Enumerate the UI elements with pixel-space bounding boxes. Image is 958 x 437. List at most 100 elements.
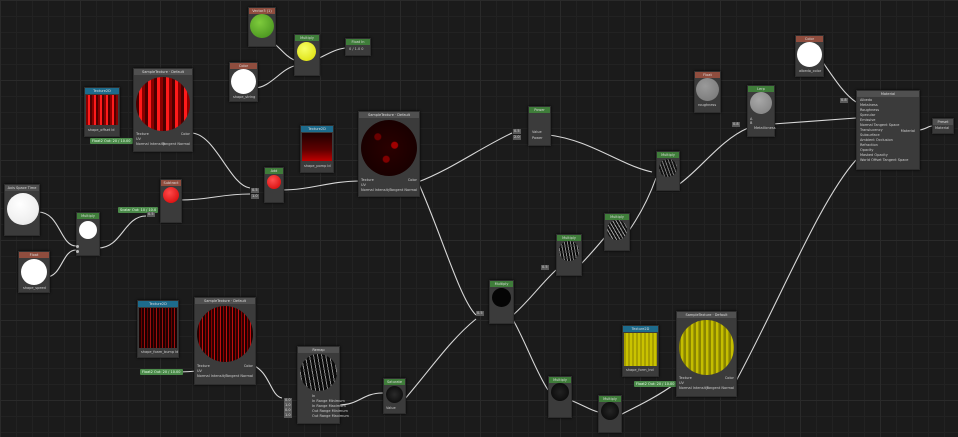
material-output-node[interactable]: Material Albedo Metalness Roughness Spec… [856,90,920,170]
port-label: Value [386,406,396,410]
port-label: Normal Intensity [361,188,391,192]
value-chip[interactable]: 0.8 [732,122,740,127]
string-color-parameter-node[interactable]: Color shape_string [229,62,258,102]
value-chip[interactable]: 1.0 [251,194,259,199]
texture-dark-red-node[interactable]: Texture2D shape_pomp ld [300,125,334,173]
add-node-a[interactable]: Add 0.5 1.0 [251,167,284,203]
port-label: Metalness [860,103,878,107]
texture-red-noise-node[interactable]: Texture2D shape_foam_bump ld [137,300,179,358]
node-caption: shape_pomp ld [304,164,331,168]
port-label: In Range Maximum [312,404,346,408]
preview-sphere [267,175,281,189]
subtract-node[interactable]: Subtract 0.5 [147,179,182,223]
node-title: Material [857,91,919,97]
texture-yellow-node[interactable]: Texture2D shape_form_lnd [622,325,659,377]
green-vector-node[interactable]: Vector3 (1) [248,7,276,47]
output-label: Tangent Normal [225,374,253,378]
port-label: A [750,117,753,121]
wire [579,235,607,266]
node-title: Color [230,63,257,69]
port-label: Out Range Maximum [312,414,349,418]
float-in-node[interactable]: Float In 0 / 1.0 0 [345,38,371,56]
input-port[interactable] [76,245,79,248]
value-chip[interactable]: 0.0 [284,408,292,413]
uv-input-value[interactable]: Float2 Out: 20 / 10.00 [90,138,133,144]
port-label: UV [679,381,684,385]
port-label: Masked Opacity [860,153,888,157]
wire [281,180,361,191]
scalar-input-value[interactable]: Scalar Out: 10 / 10.0 [118,207,159,213]
wire [179,193,251,201]
port-label: Power [532,136,543,140]
input-port[interactable] [76,250,79,253]
node-caption: shape_foam_bump ld [141,350,179,354]
power-node[interactable]: Power Value Power 0.5 2.0 [513,106,551,146]
value-chip[interactable]: 0.0 [284,398,292,403]
speed-parameter-node[interactable]: Float shape_speed [18,251,50,293]
preview-sphere [607,220,627,240]
preview-sphere [361,120,417,176]
wire [917,125,933,131]
node-title: SampleTexture · Default [677,312,736,318]
output-label: Color [180,132,190,136]
sample-texture-node-b[interactable]: SampleTexture · Default Texture UV Norma… [358,111,420,197]
multiply-node-d[interactable]: Multiply [604,213,630,251]
texture-red-stripes-node[interactable]: Texture2D shape_offset ld [84,87,120,137]
output-label: Metallicness [754,126,776,130]
value-chip[interactable]: 0.8 [840,98,848,103]
node-caption: shape_string [233,95,256,99]
port-label: Opacity [860,148,874,152]
wire [772,117,857,125]
preview-sphere [492,288,511,307]
uv-input-value[interactable]: Float2 Out: 20 / 10.00 [140,369,183,375]
value-chip[interactable]: 0.5 [513,129,521,134]
preview-sphere [750,92,772,114]
preset-node[interactable]: Preset Material [932,118,954,134]
node-title: Add [265,168,283,174]
port-label: UV [136,137,141,141]
value-chip[interactable]: 1.0 [284,413,292,418]
sample-texture-node-d[interactable]: SampleTexture · Default Texture UV Norma… [676,311,737,397]
port-label: Normal Tangent Space [860,123,900,127]
value-chip[interactable]: 2.0 [513,135,521,140]
port-label: Translucency [860,128,883,132]
albedo-color-parameter-node[interactable]: Color albedo_color [795,35,824,77]
remap-node[interactable]: Remap In In Range Minimum In Range Maxim… [284,346,349,424]
value-chip[interactable]: 1.0 [284,403,292,408]
value-chip[interactable]: 0.5 [476,311,484,316]
node-title: Multiply [490,281,513,287]
roughness-parameter-node[interactable]: Float roughness [694,71,721,113]
multiply-node-f[interactable]: Multiply [548,376,572,418]
multiply-node-g[interactable]: Multiply [598,395,622,433]
value-chip[interactable]: 0.5 [541,265,549,270]
multiply-node-e[interactable]: Multiply 0.5 [541,234,582,276]
preview-sphere [197,306,253,362]
sample-texture-node-c[interactable]: SampleTexture · Default Texture UV Norma… [194,297,256,385]
port-label: Normal Intensity [679,386,709,390]
float-in-value[interactable]: 0 / 1.0 0 [349,47,364,51]
multiply-node-mid[interactable]: Multiply 0.5 [476,280,514,324]
sample-texture-node-a[interactable]: SampleTexture · Default Texture UV Norma… [133,68,193,152]
value-chip[interactable]: 0.5 [251,188,259,193]
node-title: Subtract [161,180,181,186]
uv-input-value[interactable]: Float2 Out: 20 / 10.00 [634,381,677,387]
port-label: In [312,394,316,398]
node-caption: roughness [698,103,717,107]
value-chip[interactable]: 0.5 [147,212,155,217]
saturate-node[interactable]: Saturate Value [383,378,406,414]
node-title: Texture2D [138,301,178,307]
axis-space-time-node[interactable]: Axis Space Time [4,184,40,236]
wire [619,382,677,416]
port-label: In Range Minimum [312,399,345,403]
multiply-node-a[interactable]: Multiply [76,212,100,256]
multiply-node-c[interactable]: Multiply [656,151,680,191]
node-caption: albedo_color [799,69,822,73]
multiply-yellow-node[interactable]: Multiply [294,34,320,76]
node-title: Axis Space Time [5,185,39,191]
node-title: Float [695,72,720,78]
port-label: UV [361,183,366,187]
wire [677,127,749,186]
lerp-node[interactable]: Lerp A B Metallicness 0.8 [732,85,776,137]
material-input-ports: Albedo Metalness Roughness Specular Emis… [857,97,919,169]
